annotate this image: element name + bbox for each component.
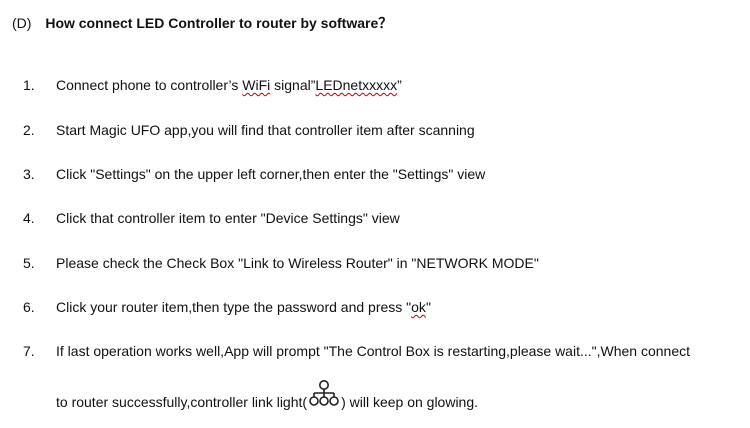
step-text: Connect phone to controller’s WiFi signa… bbox=[56, 77, 402, 93]
step-text: Start Magic UFO app,you will find that c… bbox=[56, 122, 475, 138]
step-number: 5. bbox=[23, 255, 35, 271]
step-text: Click that controller item to enter "Dev… bbox=[56, 210, 400, 226]
step-text-part: signal” bbox=[270, 77, 316, 93]
spellcheck-word: WiFi bbox=[242, 77, 271, 93]
step-number: 7. bbox=[23, 343, 35, 359]
step-text-part: to router successfully,controller link l… bbox=[56, 394, 308, 410]
step-text-part: Click your router item,then type the pas… bbox=[56, 299, 412, 315]
step-text: Click your router item,then type the pas… bbox=[56, 299, 431, 315]
step-text-part: " bbox=[425, 299, 431, 315]
spellcheck-word: ok bbox=[411, 299, 426, 315]
section-heading: (D) How connect LED Controller to router… bbox=[12, 13, 392, 33]
network-link-icon bbox=[307, 379, 341, 409]
step-text: Please check the Check Box "Link to Wire… bbox=[56, 255, 539, 271]
section-title: How connect LED Controller to router by … bbox=[45, 15, 393, 31]
step-7-continuation: to router successfully,controller link l… bbox=[56, 380, 479, 417]
step-text-part: ” bbox=[397, 77, 402, 93]
step-text-part: Connect phone to controller’s bbox=[56, 77, 243, 93]
spellcheck-word: LEDnetxxxxx bbox=[315, 77, 398, 93]
step-number: 4. bbox=[23, 210, 35, 226]
step-text: If last operation works well,App will pr… bbox=[56, 343, 690, 359]
step-number: 1. bbox=[23, 77, 35, 93]
section-label: (D) bbox=[12, 15, 32, 31]
step-number: 2. bbox=[23, 122, 35, 138]
step-number: 6. bbox=[23, 299, 35, 315]
step-number: 3. bbox=[23, 166, 35, 182]
step-text: Click "Settings" on the upper left corne… bbox=[56, 166, 486, 182]
step-text-part: ) will keep on glowing. bbox=[341, 394, 479, 410]
